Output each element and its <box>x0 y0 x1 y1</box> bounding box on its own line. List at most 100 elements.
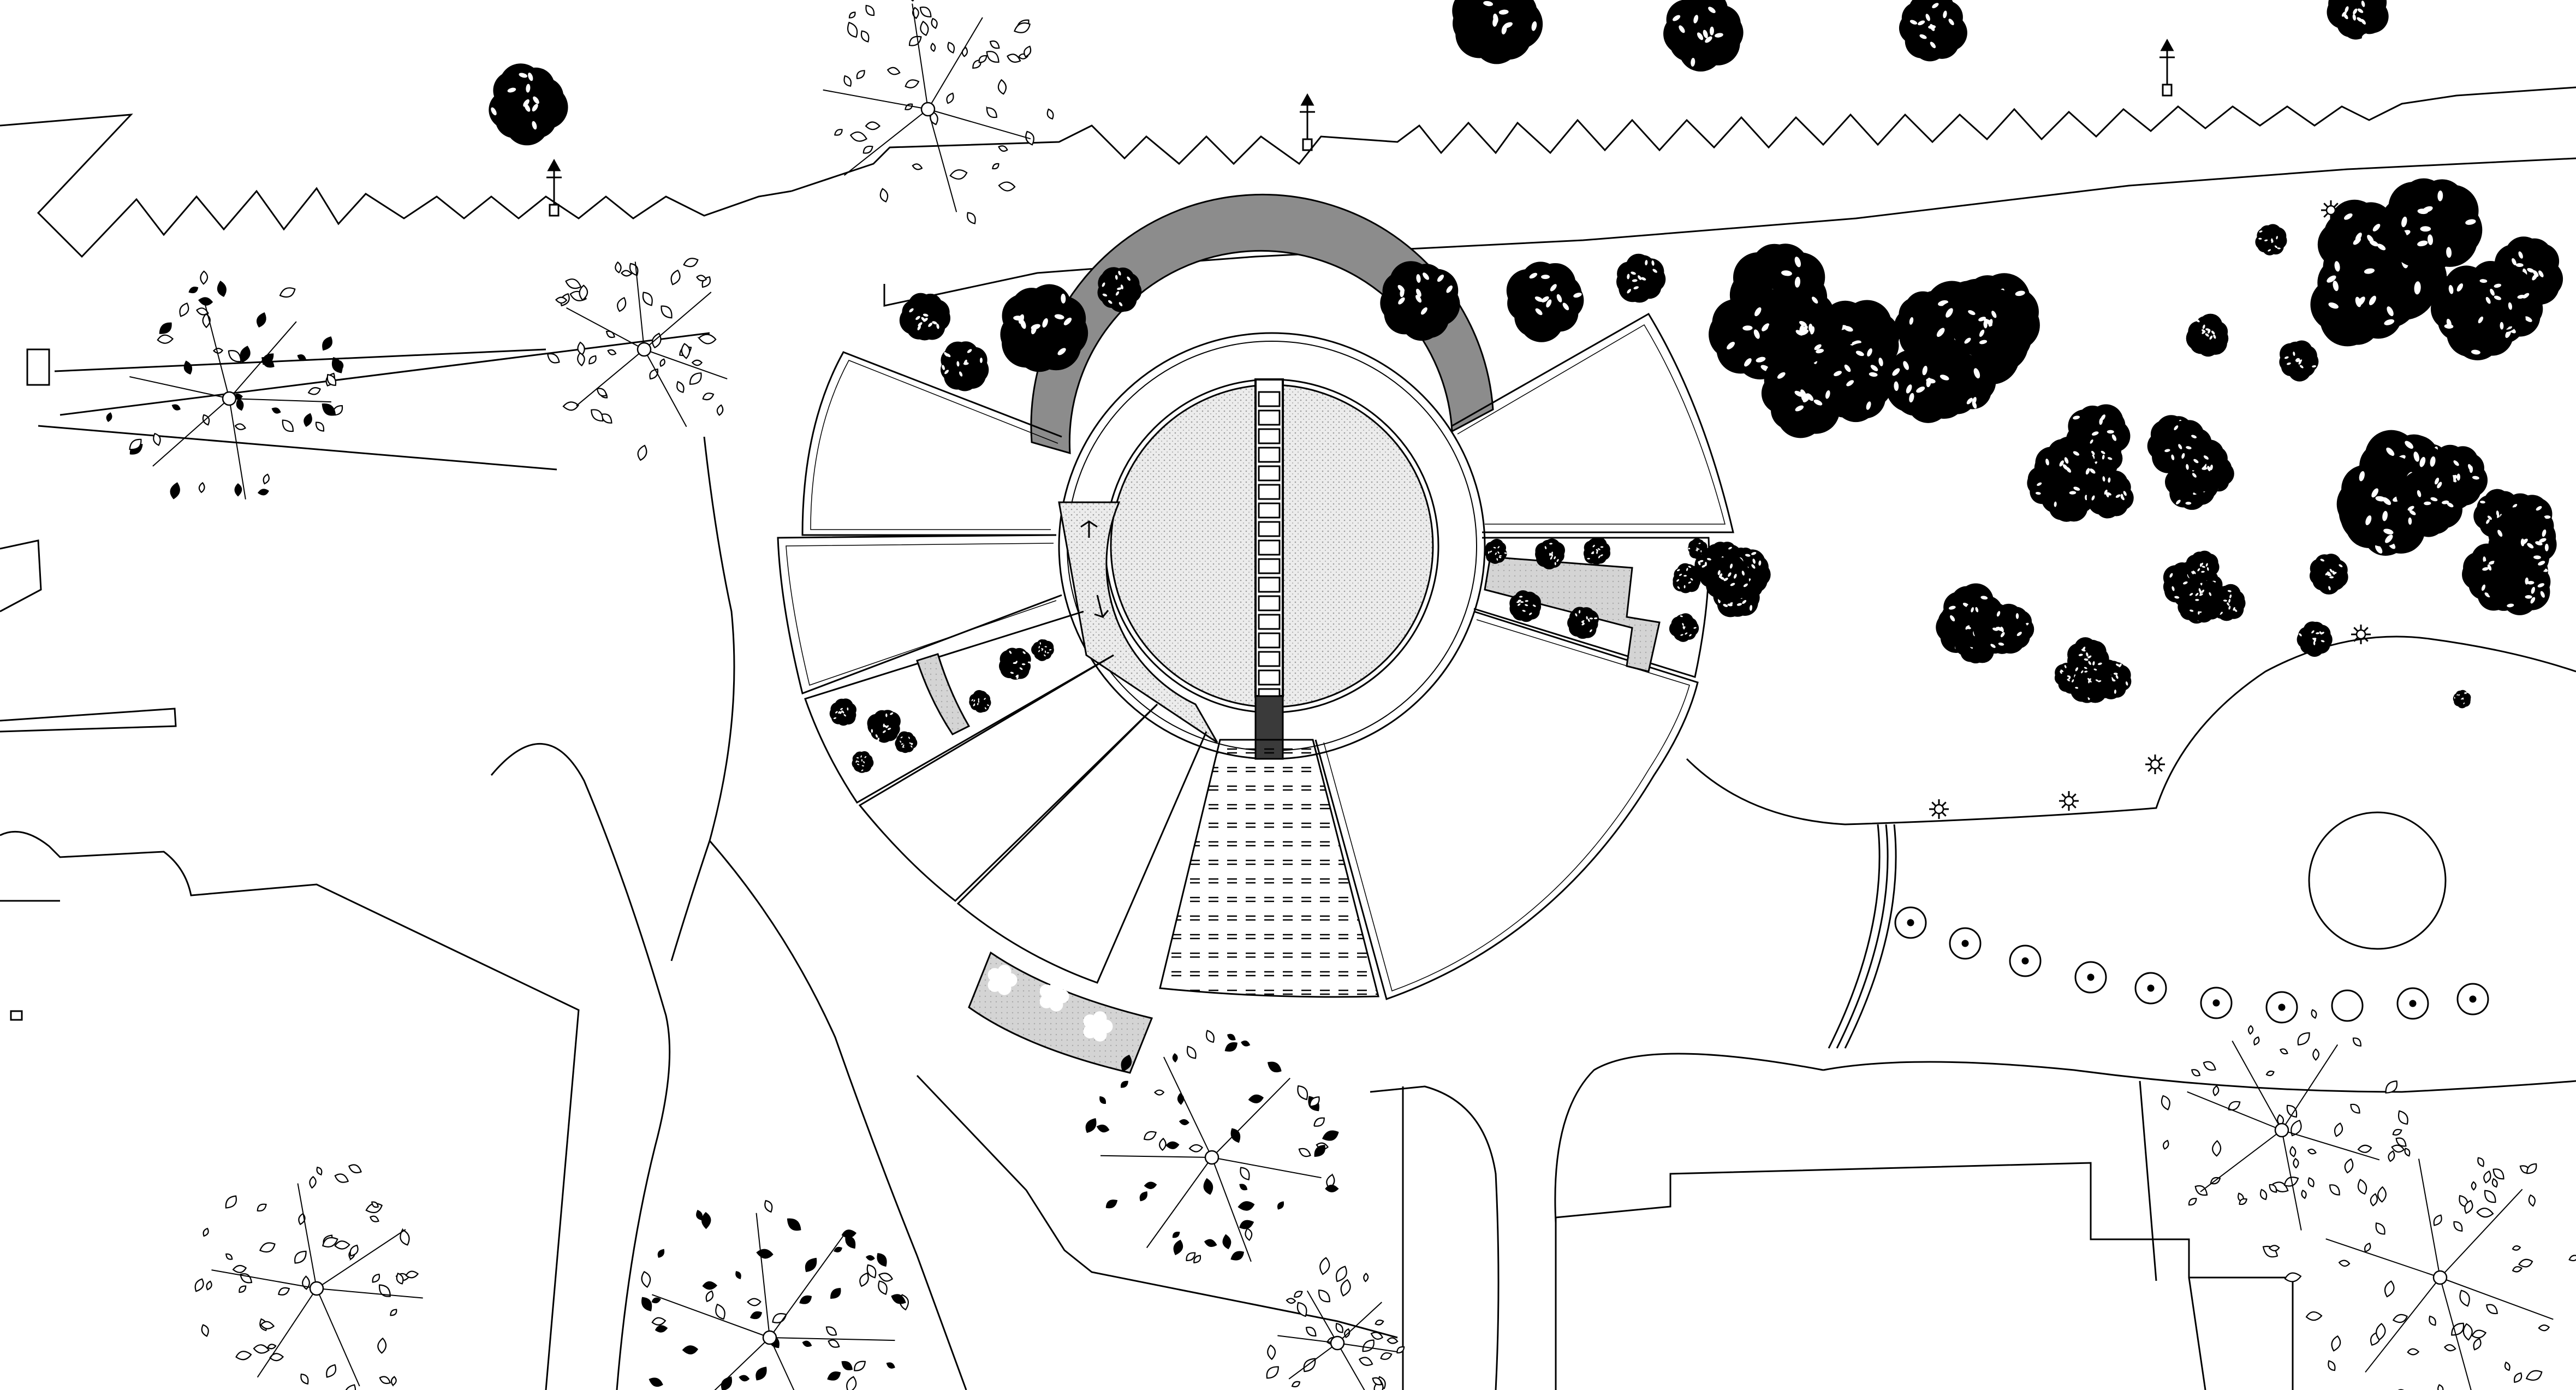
right-road-edge <box>1823 1061 2576 1093</box>
shrub-icon <box>2309 554 2348 595</box>
spine-rungs <box>1258 391 1281 704</box>
segment-left-inner <box>786 543 1057 686</box>
shrub-icon <box>1506 262 1584 342</box>
tree-canopy-icon <box>1886 273 2040 423</box>
left-parcel-line-1 <box>54 348 546 372</box>
left-lot-outline <box>0 830 580 1390</box>
shrub-icon <box>1000 284 1088 372</box>
path-southwest-2 <box>709 840 967 1390</box>
tree-canopy-icon <box>1085 1030 1339 1264</box>
street-lamps <box>546 38 2175 217</box>
shrub-icon <box>969 690 991 713</box>
segment-left <box>777 534 1062 695</box>
path-south-lot-2 <box>1370 1085 1500 1390</box>
segment-upper-right <box>1451 312 1734 533</box>
tree-canopy-icon <box>547 258 728 461</box>
spine-rung <box>1258 651 1281 667</box>
shrub-icon <box>2396 470 2462 537</box>
shrub-icon <box>1812 343 1892 423</box>
spine-rung <box>1258 447 1281 463</box>
circular-plaza <box>1030 193 1494 760</box>
planter-strip <box>916 653 971 735</box>
shrub-icon <box>1031 639 1054 661</box>
tree-canopy-icon <box>1709 243 1900 438</box>
shrub-icon <box>1688 538 1708 560</box>
left-parcel-line-3 <box>0 539 42 613</box>
spine-rung <box>1258 502 1281 519</box>
radial-segments <box>777 312 1734 1074</box>
spine-rung <box>1258 614 1281 630</box>
rail-line-2 <box>1836 824 1889 1049</box>
road-edge-top-right <box>791 86 2576 192</box>
tree-canopy-icon <box>2161 1009 2408 1258</box>
segment-upper-left <box>801 351 1062 536</box>
spine-rung <box>1258 632 1281 649</box>
shrub-icon <box>1616 253 1666 303</box>
bollard-icon <box>2265 991 2298 1024</box>
flower-icon <box>1039 981 1069 1012</box>
segment-planting-lower-left <box>804 610 1114 804</box>
bollard-icon <box>1949 927 1982 960</box>
shrub-icon <box>2297 621 2333 657</box>
bollard-icon <box>2456 983 2489 1015</box>
entry-flowers <box>987 965 1113 1042</box>
segment-lower-right-inner <box>1323 619 1690 991</box>
shrub-icon <box>1380 261 1460 341</box>
shrub-icon <box>852 751 874 773</box>
shrub-icon <box>2327 0 2389 40</box>
left-lot-marker <box>10 1010 23 1021</box>
tree-canopy-icon <box>2310 178 2483 347</box>
bollard-icon <box>1894 906 1927 939</box>
tree-canopy-icon <box>2054 637 2132 703</box>
flower-icon <box>2351 625 2371 644</box>
left-strip <box>0 708 177 733</box>
tree-canopy-icon <box>2163 550 2246 624</box>
shrub-icon <box>998 648 1032 680</box>
shrub-icon <box>1663 0 1744 72</box>
bollard-icon <box>2331 989 2364 1022</box>
tree-canopy-icon <box>194 1164 423 1390</box>
spine-rung <box>1258 595 1281 611</box>
path-west-curve <box>670 436 735 961</box>
shrub-icon <box>2255 224 2287 256</box>
tree-canopy-icon <box>1694 542 1771 617</box>
segment-upper-right-inner <box>1457 324 1726 525</box>
flower-icon <box>2321 200 2341 220</box>
left-parcel-line-2 <box>38 425 557 471</box>
segment-lower <box>956 703 1207 984</box>
arrow-icon <box>1094 595 1109 619</box>
shrub-icon <box>2186 313 2229 357</box>
rail-line-3 <box>1844 824 1897 1049</box>
shrub-icon <box>2159 420 2213 474</box>
tree-canopy-icon <box>2027 404 2134 522</box>
shrub-icon <box>899 293 950 341</box>
shrub-icon <box>895 731 918 753</box>
shrub-icon <box>1899 0 1967 62</box>
street-lamp-icon <box>546 158 562 217</box>
landing-step <box>1058 501 1218 744</box>
rail-line-1 <box>1828 824 1881 1049</box>
shrub-icon <box>1886 337 1973 423</box>
flower-icon <box>2059 791 2079 811</box>
shrub-icon <box>867 710 901 743</box>
right-building-edge-3 <box>2188 1277 2206 1390</box>
bollard-row <box>1894 906 2489 1024</box>
street-lamp-icon <box>1300 93 1315 151</box>
shrub-icon <box>2488 507 2557 578</box>
shrub-icon <box>1973 603 2028 654</box>
left-parcel-line-4 <box>60 332 710 416</box>
segment-lower-right <box>1314 610 1699 1000</box>
shrub-icon <box>2085 470 2134 519</box>
right-building-outline <box>1555 1162 2294 1390</box>
central-spine <box>1254 378 1284 697</box>
shrub-icon <box>1097 267 1142 312</box>
spine-rung <box>1258 521 1281 537</box>
shrub-icon <box>2181 577 2220 611</box>
shrub-icon <box>1509 590 1542 622</box>
tree-canopy-icon <box>2462 489 2557 615</box>
path-southwest <box>490 742 671 1390</box>
ornamental-markers <box>1929 200 2371 819</box>
spine-rung <box>1258 539 1281 556</box>
road-edge-top <box>0 114 792 258</box>
shrub-icon <box>1583 537 1611 565</box>
